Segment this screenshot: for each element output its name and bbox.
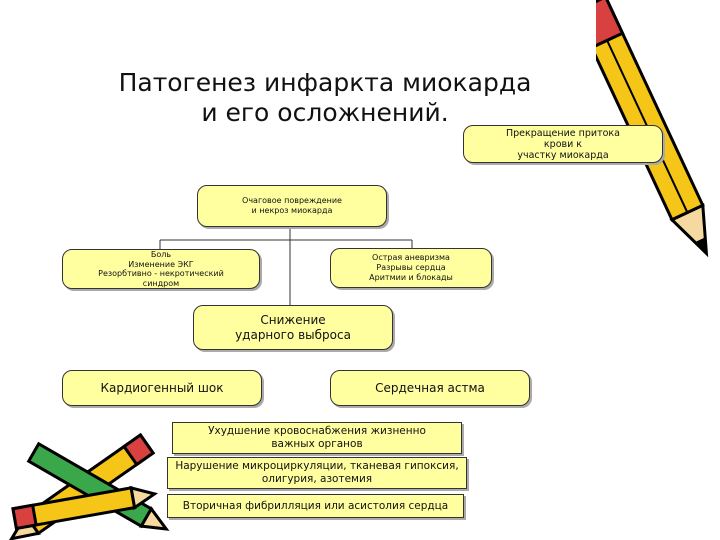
node-fibrillation: Вторичная фибрилляция или асистолия серд… [167, 494, 464, 518]
title-line-1: Патогенез инфаркта миокарда [118, 68, 532, 97]
node-cardiogenic-shock: Кардиогенный шок [62, 370, 262, 406]
node-symptoms: Боль Изменение ЭКГ Резорбтивно - некроти… [62, 249, 260, 289]
node-microcirculation: Нарушение микроциркуляции, тканевая гипо… [167, 457, 467, 489]
pencil-icon [596, 0, 709, 258]
node-cardiac-asthma: Сердечная астма [330, 370, 530, 406]
node-perfusion: Ухудшение кровоснабжения жизненно важных… [172, 422, 462, 454]
node-focal-damage: Очаговое повреждение и некроз миокарда [197, 185, 387, 227]
pencils-cluster-icon [8, 432, 170, 540]
node-complications: Острая аневризма Разрывы сердца Аритмии … [330, 248, 492, 288]
page-title: Патогенез инфаркта миокарда и его осложн… [95, 68, 555, 128]
node-cessation: Прекращение притока крови к участку миок… [463, 125, 663, 163]
title-line-2: и его осложнений. [201, 98, 449, 127]
node-stroke-volume: Снижение ударного выброса [193, 305, 393, 350]
